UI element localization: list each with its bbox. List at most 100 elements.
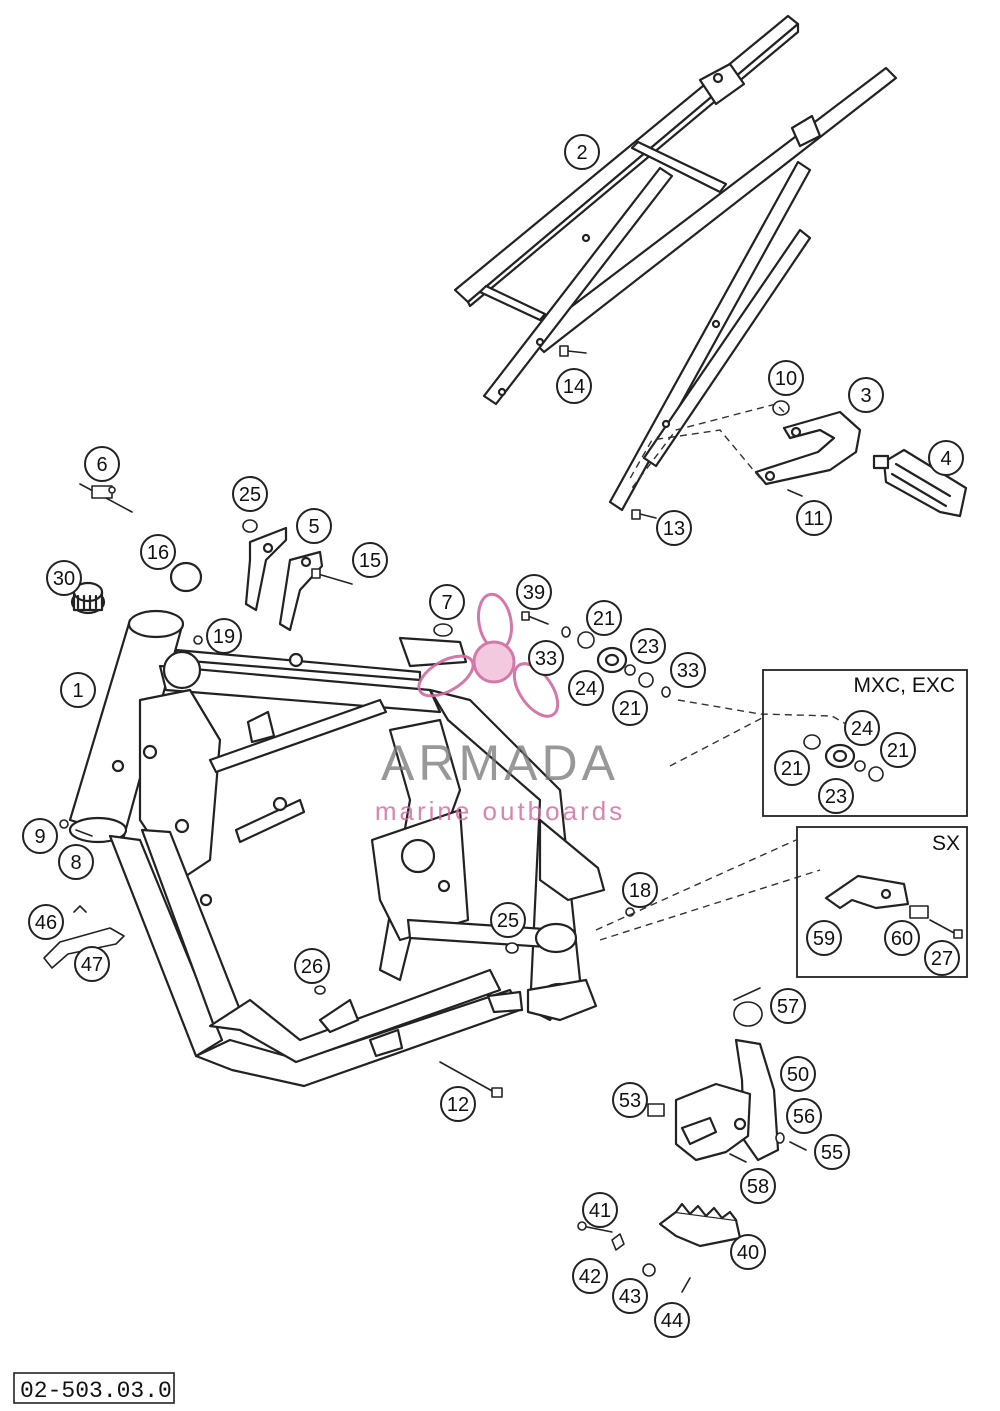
washer-part-9 — [59, 819, 69, 829]
callout-circle — [60, 672, 96, 708]
callout-circle — [28, 904, 64, 940]
callout-number: 10 — [775, 368, 797, 390]
callout-circle — [654, 1302, 690, 1338]
frame-guard-part-50 — [674, 1038, 780, 1162]
callout-number: 55 — [821, 1142, 843, 1164]
callout-part-44: 44 — [654, 1302, 690, 1338]
callout-part-13: 13 — [656, 510, 692, 546]
callout-part-40: 40 — [730, 1234, 766, 1270]
callout-number: 53 — [619, 1090, 641, 1112]
callout-number: 41 — [589, 1200, 611, 1222]
callout-circle — [564, 134, 600, 170]
washer-part-43 — [642, 1263, 656, 1277]
callout-part-23: 23 — [630, 628, 666, 664]
nut-part-25 — [242, 519, 258, 533]
callout-part-43: 43 — [612, 1278, 648, 1314]
callout-part-19: 19 — [206, 618, 242, 654]
callout-circle — [730, 1234, 766, 1270]
callout-part-33: 33 — [528, 640, 564, 676]
callout-part-1: 1 — [60, 672, 96, 708]
callout-number: 33 — [535, 648, 557, 670]
drawing-code-box: 02-503.03.0 — [13, 1372, 175, 1404]
bearing-part-21-mxc-b — [868, 766, 884, 782]
callout-circle — [786, 1098, 822, 1134]
watermark-subtitle: marine outboards — [375, 796, 625, 826]
bolt-part-39 — [521, 611, 549, 625]
leader-lines — [595, 403, 861, 941]
watermark-title: ARMADA — [381, 735, 619, 791]
callout-number: 16 — [147, 542, 169, 564]
propeller-logo — [417, 592, 560, 718]
bolt-part-14 — [559, 345, 587, 357]
callout-part-41: 41 — [582, 1192, 618, 1228]
sleeve-part-24 — [624, 664, 636, 676]
callout-part-4: 4 — [928, 440, 964, 476]
callout-mxc-part-21-2: 21 — [880, 732, 916, 768]
callout-number: 5 — [308, 516, 319, 538]
callout-circle — [440, 1086, 476, 1122]
bearing-part-21a — [577, 631, 595, 649]
bolt-part-13 — [631, 509, 657, 520]
callout-number: 6 — [96, 454, 107, 476]
callout-part-10: 10 — [768, 360, 804, 396]
callout-number: 60 — [891, 928, 913, 950]
callout-number: 46 — [35, 912, 57, 934]
callout-circle — [84, 446, 120, 482]
callout-part-12: 12 — [440, 1086, 476, 1122]
callout-number: 1 — [72, 680, 83, 702]
washer-part-56 — [775, 1132, 785, 1144]
callout-circle — [572, 1258, 608, 1294]
callout-part-8: 8 — [58, 844, 94, 880]
callout-part-47: 47 — [74, 946, 110, 982]
callout-circle — [352, 542, 388, 578]
callout-part-56: 56 — [786, 1098, 822, 1134]
callout-circle — [612, 690, 648, 726]
callout-circle — [296, 508, 332, 544]
callout-circle — [22, 818, 58, 854]
guard-part-59-sx — [824, 874, 910, 910]
nut-part-25b — [505, 942, 519, 954]
callout-number: 57 — [777, 996, 799, 1018]
variant-label-mxc-exc: MXC, EXC — [853, 674, 955, 697]
callout-circle — [814, 1134, 850, 1170]
plug-part-16 — [169, 561, 203, 593]
callouts-layer: 1234567891011121314151618192121232425252… — [22, 134, 964, 1338]
callout-circle — [74, 946, 110, 982]
callout-part-27: 27 — [924, 940, 960, 976]
rear-subframe — [453, 14, 898, 512]
callout-number: 30 — [53, 568, 75, 590]
bearing-part-21b — [638, 672, 654, 688]
callout-part-59: 59 — [806, 920, 842, 956]
callout-number: 25 — [497, 910, 519, 932]
callout-part-55: 55 — [814, 1134, 850, 1170]
callout-circle — [670, 652, 706, 688]
callout-number: 39 — [523, 582, 545, 604]
callout-number: 43 — [619, 1286, 641, 1308]
clamp-part-6 — [79, 483, 133, 513]
bolt-part-27-sx — [929, 919, 963, 939]
callout-circle — [58, 844, 94, 880]
screw-part-8 — [75, 829, 93, 837]
washer-part-19 — [193, 635, 203, 645]
callout-circle — [206, 618, 242, 654]
drawing-code: 02-503.03.0 — [20, 1378, 172, 1404]
bolt-part-12 — [439, 1061, 503, 1098]
callout-part-21-2: 21 — [612, 690, 648, 726]
callout-circle — [582, 1192, 618, 1228]
callout-circle — [796, 500, 832, 536]
callout-part-60: 60 — [884, 920, 920, 956]
callout-circle — [770, 988, 806, 1024]
callout-part-18: 18 — [622, 872, 658, 908]
callout-mxc-part-21-3: 21 — [774, 750, 810, 786]
callout-part-25-2: 25 — [490, 902, 526, 938]
callout-part-53: 53 — [612, 1082, 648, 1118]
callout-circle — [294, 948, 330, 984]
spacer-part-53 — [647, 1103, 665, 1117]
callout-part-11: 11 — [796, 500, 832, 536]
callout-circle — [622, 872, 658, 908]
bearing-part-30 — [70, 581, 106, 615]
callout-part-14: 14 — [556, 368, 592, 404]
bolt-part-11 — [787, 489, 803, 497]
callout-circle — [768, 360, 804, 396]
callout-number: 21 — [887, 740, 909, 762]
